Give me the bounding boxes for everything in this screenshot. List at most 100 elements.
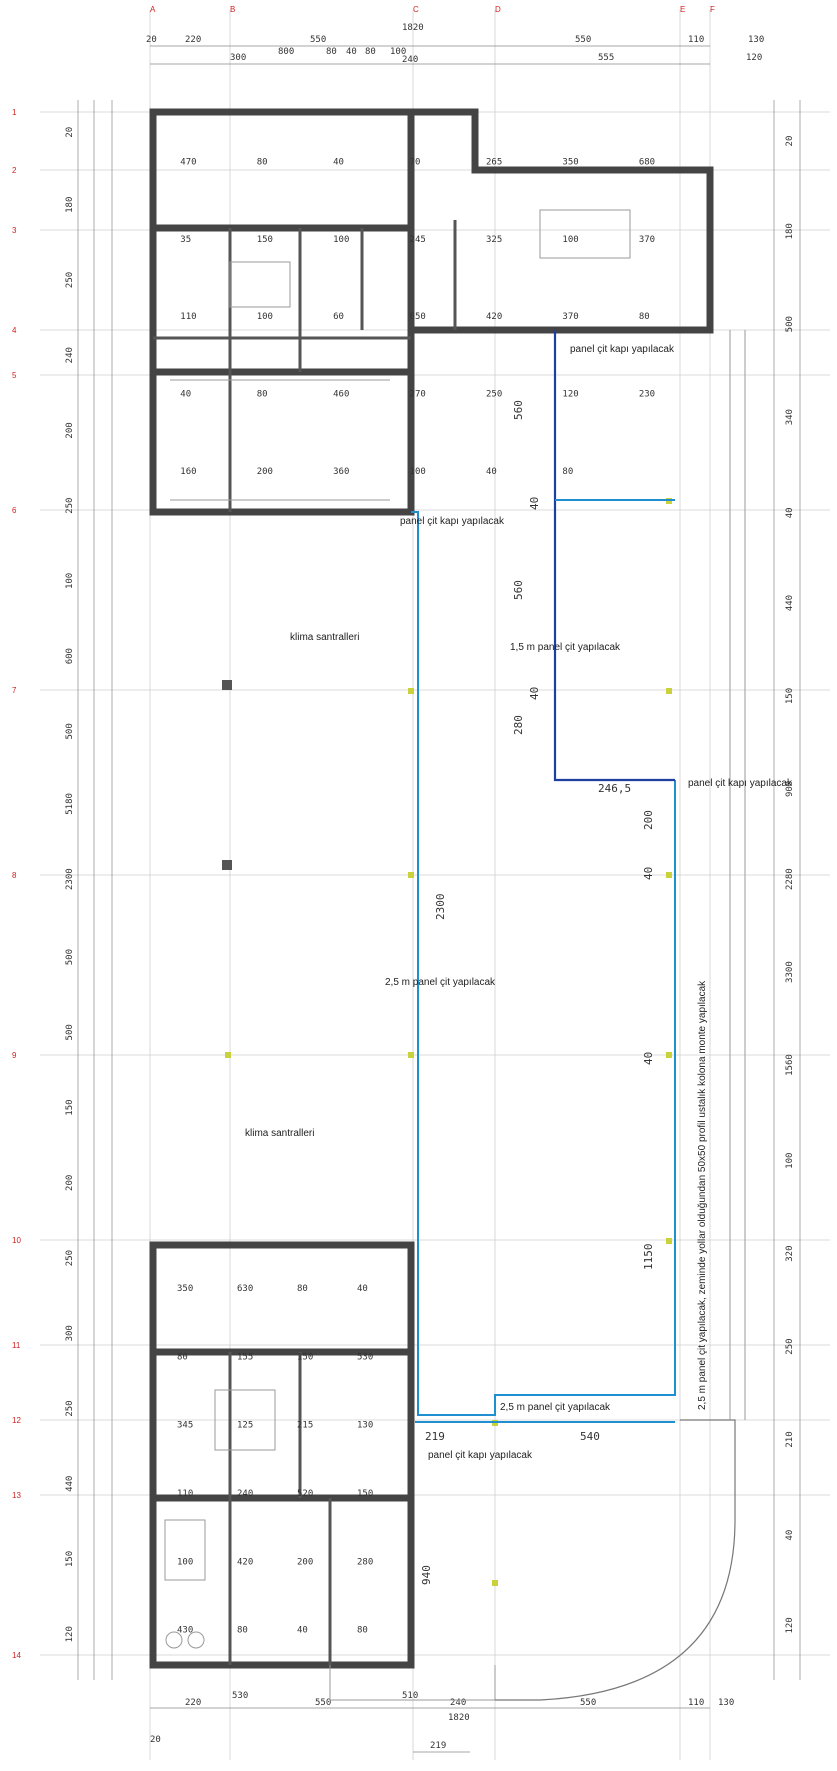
dim-label: 530 (232, 1691, 248, 1701)
room-dim-label: 200 (297, 1557, 313, 1567)
annotation-panel-fence: 1,5 m panel çit yapılacak (510, 642, 621, 653)
room-dim-label: 350 (562, 157, 578, 167)
axis-col-label: B (230, 5, 235, 14)
room-dim-label: 40 (333, 157, 344, 167)
dim-label: 550 (575, 35, 591, 45)
dim-label: 300 (65, 1325, 75, 1341)
annotation-klima: klima santralleri (245, 1128, 314, 1139)
annotation-door: panel çit kapı yapılacak (688, 778, 793, 789)
dim-label: 20 (785, 136, 795, 147)
dim-label: 250 (785, 1338, 795, 1354)
dim-label: 150 (785, 688, 795, 704)
room-dim-label: 100 (333, 235, 349, 245)
room-dim-label: 40 (357, 1284, 368, 1294)
axis-row-label: 7 (12, 686, 17, 695)
segment-label: 560 (512, 400, 525, 420)
room-dim-label: 100 (257, 312, 273, 322)
dim-label: 250 (65, 498, 75, 514)
dim-label: 510 (402, 1691, 418, 1701)
room-dim-label: 530 (357, 1352, 373, 1362)
segment-label: 560 (512, 580, 525, 600)
segment-label: 219 (425, 1430, 445, 1443)
room-dim-label: 470 (180, 157, 196, 167)
segment-label: 40 (528, 687, 541, 700)
dim-label: 120 (65, 1626, 75, 1642)
room-dim-label: 80 (257, 157, 268, 167)
dim-label: 500 (65, 1024, 75, 1040)
room-dim-label: 230 (639, 390, 655, 400)
axis-col-label: F (710, 5, 715, 14)
axis-row-label: 3 (12, 226, 17, 235)
dim-label: 20 (65, 127, 75, 138)
segment-label: 40 (642, 867, 655, 880)
dim-label: 2300 (65, 868, 75, 890)
room-dim-label: 370 (562, 312, 578, 322)
room-dim-label: 270 (410, 390, 426, 400)
segment-label: 246,5 (598, 782, 631, 795)
bottom-dimensions: 220 530 550 510 240 550 110 130 1820 20 … (150, 1691, 734, 1753)
room-dim-label: 240 (237, 1489, 253, 1499)
room-dim-label: 280 (357, 1557, 373, 1567)
annotation-door: panel çit kapı yapılacak (570, 344, 675, 355)
top-dimensions: 20 220 550 1820 550 110 130 300 800 80 4… (146, 23, 764, 65)
axis-row-label: 1 (12, 108, 17, 117)
room-dim-label: 80 (562, 467, 573, 477)
dim-label: 80 (326, 47, 337, 57)
dim-label: 550 (580, 1698, 596, 1708)
left-dimension-labels: 2018025024020025010060050051802300500500… (65, 127, 75, 1643)
room-dim-label: 460 (333, 390, 349, 400)
dim-label: 110 (688, 35, 704, 45)
room-dim-label: 70 (410, 157, 421, 167)
panel-fence (411, 330, 676, 1423)
dim-label: 300 (230, 53, 246, 63)
room-dim-label: 420 (237, 1557, 253, 1567)
room-dim-label: 35 (180, 235, 191, 245)
room-dim-label: 40 (180, 390, 191, 400)
room-dim-label: 160 (180, 467, 196, 477)
dim-label: 40 (346, 47, 357, 57)
room-dim-label: 80 (257, 390, 268, 400)
annotation-panel-fence: 2,5 m panel çit yapılacak (385, 977, 496, 988)
room-dim-label: 215 (297, 1421, 313, 1431)
dim-label: 100 (65, 573, 75, 589)
structural-columns (222, 680, 232, 870)
axis-labels: A B C D E F 1 2 3 4 5 6 7 8 9 10 11 12 1… (12, 5, 715, 1660)
room-dim-label: 630 (237, 1284, 253, 1294)
room-dim-label: 250 (486, 390, 502, 400)
dim-label: 130 (748, 35, 764, 45)
segment-label: 200 (642, 810, 655, 830)
room-dim-label: 130 (357, 1421, 373, 1431)
dim-label: 1820 (448, 1713, 470, 1723)
segment-label: 940 (420, 1565, 433, 1585)
dim-label: 550 (310, 35, 326, 45)
dim-label: 20 (150, 1735, 161, 1745)
room-dim-label: 80 (177, 1352, 188, 1362)
room-dim-label: 360 (333, 467, 349, 477)
room-dim-label: 420 (486, 312, 502, 322)
dim-label: 440 (65, 1476, 75, 1492)
room-dim-label: 40 (486, 467, 497, 477)
room-dim-label: 650 (410, 312, 426, 322)
room-dim-label: 150 (297, 1352, 313, 1362)
room-dim-label: 40 (297, 1626, 308, 1636)
dim-label: 3300 (785, 961, 795, 983)
room-dim-label: 430 (177, 1626, 193, 1636)
dim-label: 220 (185, 35, 201, 45)
segment-label: 1150 (642, 1244, 655, 1271)
room-dim-label: 100 (562, 235, 578, 245)
axis-col-label: D (495, 5, 501, 14)
dim-label: 320 (785, 1245, 795, 1261)
axis-row-label: 4 (12, 326, 17, 335)
dim-label: 240 (450, 1698, 466, 1708)
axis-row-label: 8 (12, 871, 17, 880)
dim-label: 80 (365, 47, 376, 57)
dim-label: 40 (785, 507, 795, 518)
axis-row-label: 5 (12, 371, 17, 380)
axis-row-label: 14 (12, 1651, 21, 1660)
room-dim-label: 155 (237, 1352, 253, 1362)
room-dim-label: 680 (639, 157, 655, 167)
dim-label: 240 (402, 55, 418, 65)
